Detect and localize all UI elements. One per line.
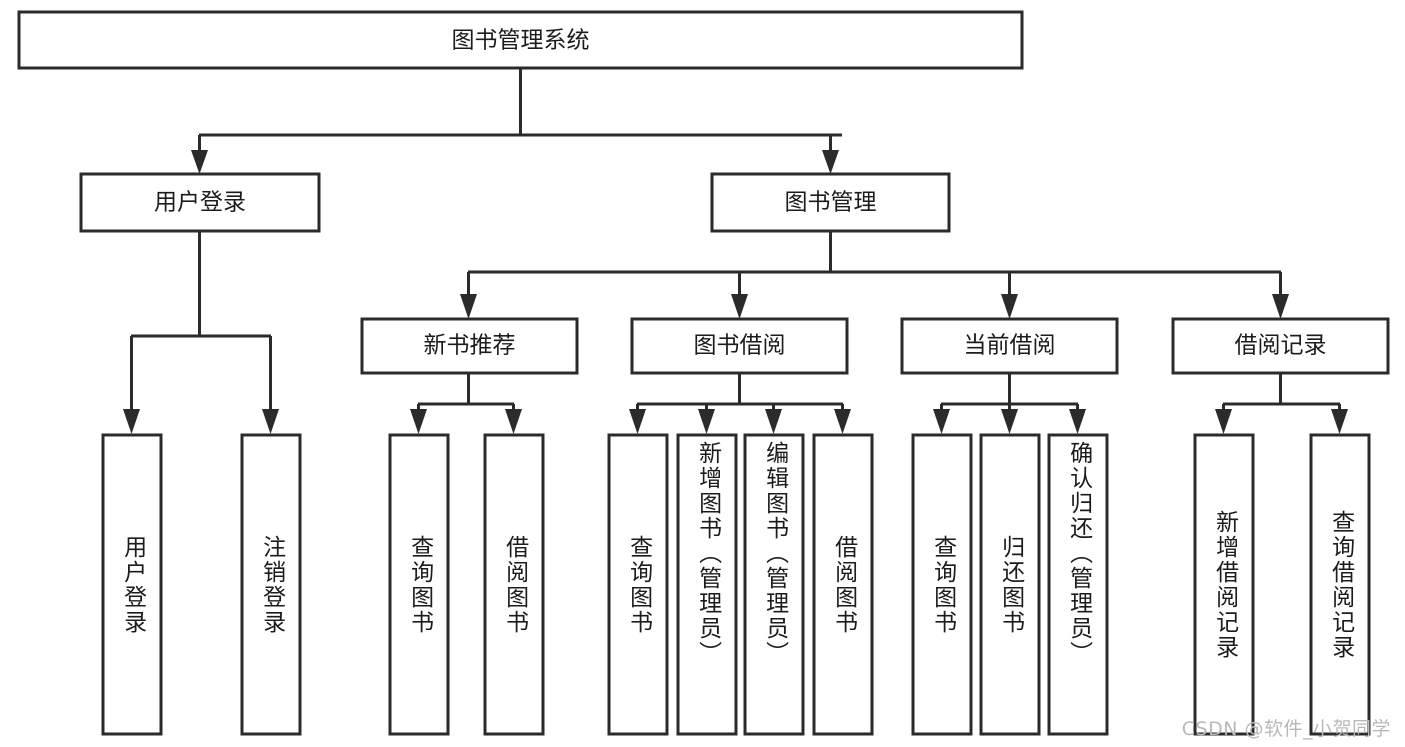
leaf-box-confirm-return[interactable] — [1047, 433, 1109, 736]
node-book-manage-rect[interactable] — [710, 172, 951, 233]
connector-group-bookborrow — [629, 373, 851, 434]
leaf-box-query-book-3[interactable] — [911, 433, 973, 736]
leaf-box-query-book-2[interactable] — [607, 433, 669, 736]
arrowhead-bookmanage — [822, 150, 839, 174]
node-new-book-rec-label: 新书推荐 — [424, 333, 516, 359]
node-user-login[interactable]: 用户登录 — [79, 172, 321, 233]
leaf-box-user-logout[interactable] — [240, 433, 302, 736]
node-borrow-record[interactable]: 借阅记录 — [1171, 317, 1390, 375]
arrowhead-leaf-user-login — [123, 409, 140, 434]
node-current-borrow-rect[interactable] — [900, 317, 1119, 375]
node-new-book-rec[interactable]: 新书推荐 — [360, 317, 579, 375]
node-book-borrow-rect[interactable] — [630, 317, 849, 375]
arrowhead-leaf-borrow-book-2 — [834, 409, 851, 434]
node-current-borrow[interactable]: 当前借阅 — [900, 317, 1119, 375]
node-borrow-record-rect[interactable] — [1171, 317, 1390, 375]
arrowhead-new-book-rec — [460, 294, 477, 319]
arrowhead-leaf-query-book-3 — [933, 409, 950, 434]
arrowhead-leaf-borrow-book-1 — [505, 409, 522, 434]
arrowhead-leaf-query-book-2 — [629, 409, 646, 434]
arrowhead-leaf-add-book — [698, 409, 715, 434]
arrowhead-leaf-confirm-return — [1069, 409, 1086, 434]
connector-group-userlogin — [123, 231, 279, 434]
node-book-manage[interactable]: 图书管理 — [710, 172, 951, 233]
connector-group-borrowrecord — [1215, 373, 1348, 434]
arrowhead-current-borrow — [1001, 294, 1018, 319]
arrowhead-leaf-query-record — [1331, 409, 1348, 434]
arrowhead-leaf-return-book — [1001, 409, 1018, 434]
connector-group-currentborrow — [933, 373, 1086, 434]
leaf-box-query-record[interactable] — [1309, 433, 1371, 736]
leaf-box-query-book-1[interactable] — [388, 433, 450, 736]
node-book-borrow[interactable]: 图书借阅 — [630, 317, 849, 375]
arrowhead-userlogin — [191, 150, 208, 174]
arrowhead-leaf-add-record — [1215, 409, 1232, 434]
leaf-box-add-record[interactable] — [1193, 433, 1255, 736]
leaf-box-borrow-book-1[interactable] — [483, 433, 545, 736]
node-new-book-rec-rect[interactable] — [360, 317, 579, 375]
node-borrow-record-label: 借阅记录 — [1235, 333, 1327, 359]
connector-group-newbookrec — [410, 373, 522, 434]
connector-group-bookmanage — [460, 231, 1289, 319]
arrowhead-leaf-query-book-1 — [410, 409, 427, 434]
arrowhead-borrow-record — [1272, 294, 1289, 319]
node-book-borrow-label: 图书借阅 — [694, 333, 786, 359]
node-root[interactable]: 图书管理系统 — [17, 10, 1024, 70]
leaf-box-user-login[interactable] — [101, 433, 163, 736]
node-user-login-label: 用户登录 — [154, 190, 246, 216]
node-current-borrow-label: 当前借阅 — [964, 333, 1056, 359]
leaf-box-add-book[interactable] — [676, 433, 738, 736]
node-root-label: 图书管理系统 — [452, 28, 590, 54]
watermark-text: CSDN @软件_小贺同学 — [1181, 718, 1391, 740]
arrowhead-leaf-user-logout — [262, 409, 279, 434]
leaf-box-borrow-book-2[interactable] — [812, 433, 874, 736]
leaf-box-edit-book[interactable] — [743, 433, 805, 736]
node-user-login-rect[interactable] — [79, 172, 321, 233]
arrowhead-book-borrow — [731, 294, 748, 319]
node-book-manage-label: 图书管理 — [785, 190, 877, 216]
leaf-box-return-book[interactable] — [979, 433, 1041, 736]
connector-group-root — [191, 68, 842, 174]
arrowhead-leaf-edit-book — [765, 409, 782, 434]
node-root-rect[interactable] — [17, 10, 1024, 70]
